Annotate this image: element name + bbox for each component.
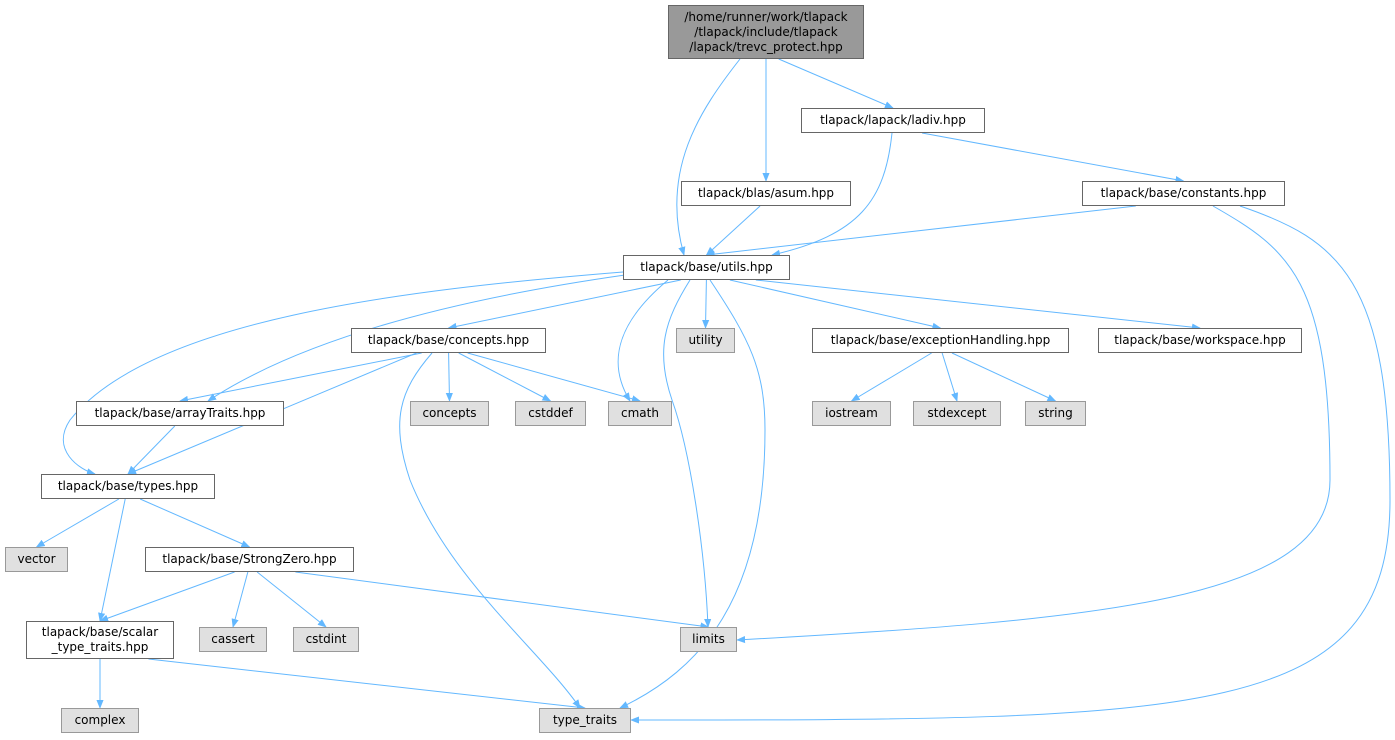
edge-root-to-ladiv xyxy=(778,58,894,109)
node-type_traits: type_traits xyxy=(539,708,631,733)
node-concepts: concepts xyxy=(410,401,489,426)
edge-ladiv-to-utils xyxy=(771,132,893,257)
node-constants[interactable]: tlapack/base/constants.hpp xyxy=(1082,181,1285,206)
node-cassert: cassert xyxy=(199,627,267,652)
edge-root-to-utils xyxy=(676,58,741,256)
edge-constants-to-utils xyxy=(705,205,1136,258)
node-complex: complex xyxy=(61,708,139,733)
edge-StrongZero-to-scalar_type_traits xyxy=(99,571,235,622)
node-arrayTraits[interactable]: tlapack/base/arrayTraits.hpp xyxy=(76,401,284,426)
node-StrongZero[interactable]: tlapack/base/StrongZero.hpp xyxy=(145,547,354,572)
node-asum[interactable]: tlapack/blas/asum.hpp xyxy=(681,181,851,206)
node-utility: utility xyxy=(676,328,735,353)
edge-exceptionHandling-to-stdexcept xyxy=(941,352,959,402)
edge-utils-to-type_traits xyxy=(619,279,766,709)
node-limits: limits xyxy=(680,627,737,652)
edge-utils-to-cmath xyxy=(617,279,669,402)
node-string: string xyxy=(1025,401,1086,426)
edge-utils-to-exceptionHandling xyxy=(729,279,942,330)
edge-exceptionHandling-to-string xyxy=(951,352,1057,402)
edge-utils-to-types xyxy=(62,271,624,476)
edge-exceptionHandling-to-iostream xyxy=(850,352,932,402)
edge-constants-to-limits xyxy=(736,205,1331,644)
edge-concepts_hpp-to-concepts xyxy=(445,352,453,402)
edge-utils-to-utility xyxy=(702,279,710,329)
node-types[interactable]: tlapack/base/types.hpp xyxy=(41,474,215,499)
node-utils[interactable]: tlapack/base/utils.hpp xyxy=(623,255,790,280)
edge-types-to-StrongZero xyxy=(139,498,251,548)
node-cmath: cmath xyxy=(608,401,672,426)
edge-concepts_hpp-to-arrayTraits xyxy=(179,352,422,403)
edge-scalar_type_traits-to-type_traits xyxy=(148,658,586,711)
edge-StrongZero-to-limits xyxy=(295,571,710,630)
edge-arrayTraits-to-types xyxy=(127,425,176,475)
edge-constants-to-type_traits xyxy=(630,205,1391,724)
edge-types-to-scalar_type_traits xyxy=(98,498,126,622)
node-exceptionHandling[interactable]: tlapack/base/exceptionHandling.hpp xyxy=(812,328,1069,353)
edge-concepts_hpp-to-cmath xyxy=(467,352,641,403)
node-cstddef: cstddef xyxy=(515,401,586,426)
node-iostream: iostream xyxy=(812,401,891,426)
edge-concepts_hpp-to-type_traits xyxy=(399,352,581,709)
node-root: /home/runner/work/tlapack /tlapack/inclu… xyxy=(668,5,864,59)
edge-ladiv-to-constants xyxy=(921,132,1185,184)
node-vector: vector xyxy=(5,547,68,572)
edge-concepts_hpp-to-cstddef xyxy=(458,352,552,402)
edge-StrongZero-to-cstdint xyxy=(256,571,327,628)
node-concepts_hpp[interactable]: tlapack/base/concepts.hpp xyxy=(351,328,546,353)
edge-asum-to-utils xyxy=(705,205,761,256)
node-scalar_type_traits[interactable]: tlapack/base/scalar _type_traits.hpp xyxy=(26,621,174,659)
edge-utils-to-workspace xyxy=(755,279,1201,331)
node-workspace[interactable]: tlapack/base/workspace.hpp xyxy=(1098,328,1302,353)
node-stdexcept: stdexcept xyxy=(913,401,1001,426)
edge-utils-to-arrayTraits xyxy=(207,274,626,402)
node-ladiv[interactable]: tlapack/lapack/ladiv.hpp xyxy=(801,108,985,133)
edge-utils-to-concepts_hpp xyxy=(447,279,681,330)
edge-types-to-vector xyxy=(35,498,120,548)
edge-utils-to-limits xyxy=(663,279,712,628)
node-cstdint: cstdint xyxy=(293,627,359,652)
edge-StrongZero-to-cassert xyxy=(231,571,249,628)
